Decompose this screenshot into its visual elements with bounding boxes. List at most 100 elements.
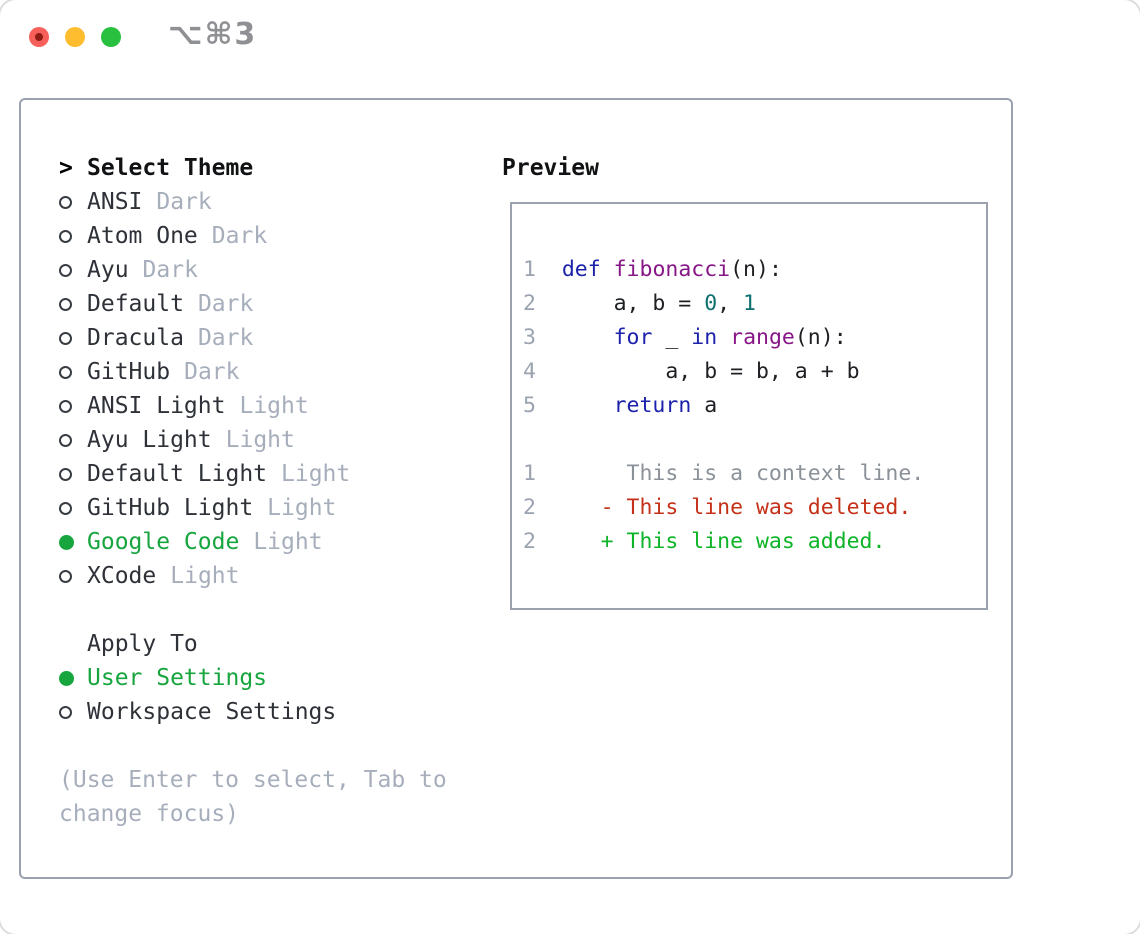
theme-name: Dracula — [87, 325, 184, 351]
theme-name: GitHub Light — [87, 495, 254, 521]
apply-option-user-settings[interactable]: User Settings — [59, 661, 489, 695]
apply-option-workspace-settings[interactable]: Workspace Settings — [59, 695, 489, 729]
code-token — [562, 393, 614, 418]
line-number: 2 — [523, 529, 536, 554]
theme-option-ayu[interactable]: Ayu Dark — [59, 253, 489, 287]
code-token: 1 — [743, 291, 756, 316]
code-token: fibonacci — [613, 257, 731, 282]
theme-option-xcode[interactable]: XCode Light — [59, 559, 489, 593]
hollow-ring — [59, 263, 72, 277]
code-line: 5 return a — [523, 389, 986, 423]
theme-variant-tag: Dark — [156, 189, 212, 215]
line-number: 2 — [523, 291, 536, 316]
radio-icon — [59, 569, 87, 583]
hollow-ring — [59, 229, 72, 243]
code-token: a, b = b, a + b — [561, 359, 860, 384]
radio-icon — [59, 195, 87, 209]
line-number: 1 — [523, 461, 536, 486]
preview-title: Preview — [502, 155, 599, 181]
hollow-ring — [59, 399, 72, 413]
line-number: 2 — [523, 495, 536, 520]
code-line: 2 + This line was added. — [523, 525, 986, 559]
zoom-button[interactable] — [101, 27, 121, 47]
code-line: 2 - This line was deleted. — [523, 491, 986, 525]
theme-name: Atom One — [87, 223, 198, 249]
theme-name: Default — [87, 291, 184, 317]
code-token: _ — [652, 325, 692, 350]
apply-name: Workspace Settings — [87, 699, 337, 725]
code-line — [523, 423, 986, 457]
code-token: , — [717, 291, 744, 316]
hollow-ring — [59, 365, 72, 379]
theme-name: XCode — [87, 563, 157, 589]
code-token: a — [691, 393, 718, 418]
line-number: 4 — [523, 359, 536, 384]
theme-variant-tag: Light — [239, 393, 309, 419]
code-token: This is a context line. — [561, 461, 925, 486]
code-token: def — [561, 257, 601, 282]
filled-dot — [59, 670, 74, 686]
radio-icon — [59, 705, 87, 719]
theme-name: ANSI — [87, 189, 143, 215]
radio-icon — [59, 501, 87, 515]
traffic-lights — [29, 27, 121, 47]
apply-to-title: Apply To — [87, 631, 198, 657]
select-theme-title: Select Theme — [87, 155, 254, 181]
help-text: (Use Enter to select, Tab to change focu… — [59, 767, 447, 827]
theme-option-atom-one[interactable]: Atom One Dark — [59, 219, 489, 253]
theme-variant-tag: Dark — [197, 291, 254, 317]
theme-name: ANSI Light — [87, 393, 226, 419]
theme-variant-tag: Dark — [197, 325, 254, 351]
theme-option-dracula[interactable]: Dracula Dark — [59, 321, 489, 355]
theme-name: Ayu Light — [87, 427, 212, 453]
code-line: 1 This is a context line. — [523, 457, 986, 491]
theme-variant-tag: Light — [225, 427, 295, 453]
theme-option-default[interactable]: Default Dark — [59, 287, 489, 321]
code-token: in — [691, 325, 718, 350]
theme-option-ansi-light[interactable]: ANSI Light Light — [59, 389, 489, 423]
radio-icon — [59, 399, 87, 413]
close-button[interactable] — [29, 27, 49, 47]
radio-icon — [59, 467, 87, 481]
minimize-button[interactable] — [65, 27, 85, 47]
spacer — [59, 729, 489, 763]
hollow-ring — [59, 195, 72, 209]
theme-variant-tag: Light — [253, 529, 323, 555]
selected-radio-icon — [59, 534, 87, 550]
apply-to-header: Apply To — [59, 627, 489, 661]
hollow-ring — [59, 705, 72, 719]
theme-option-default-light[interactable]: Default Light Light — [59, 457, 489, 491]
radio-icon — [59, 263, 87, 277]
radio-icon — [59, 433, 87, 447]
line-number: 3 — [523, 325, 536, 350]
code-token — [717, 325, 730, 350]
hollow-ring — [59, 433, 72, 447]
code-token: return — [613, 393, 692, 418]
hollow-ring — [59, 569, 72, 583]
theme-variant-tag: Dark — [142, 257, 198, 283]
code-token: (n): — [730, 257, 782, 282]
radio-icon — [59, 297, 87, 311]
theme-option-ansi[interactable]: ANSI Dark — [59, 185, 489, 219]
theme-option-ayu-light[interactable]: Ayu Light Light — [59, 423, 489, 457]
theme-name: Ayu — [87, 257, 129, 283]
apply-name: User Settings — [87, 665, 268, 691]
code-token — [562, 325, 614, 350]
code-token: 0 — [704, 291, 718, 316]
theme-name: Default Light — [87, 461, 268, 487]
theme-variant-tag: Light — [170, 563, 240, 589]
theme-variant-tag: Light — [281, 461, 351, 487]
theme-variant-tag: Dark — [211, 223, 268, 249]
code-token: for — [613, 325, 653, 350]
select-theme-header: > Select Theme — [59, 151, 489, 185]
